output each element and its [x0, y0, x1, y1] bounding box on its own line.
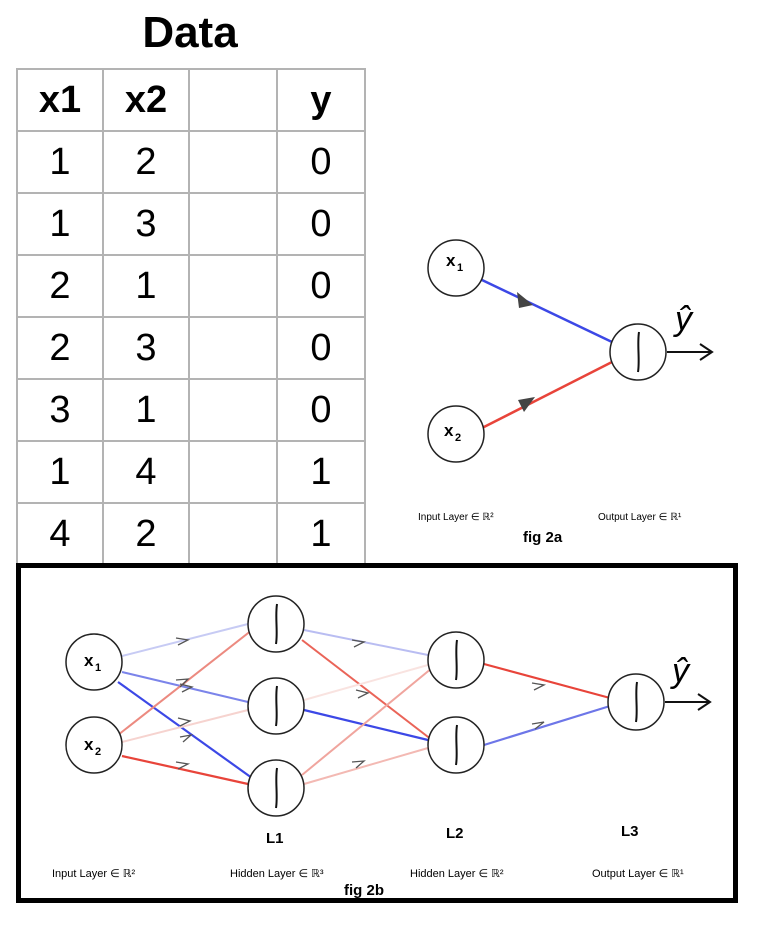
table-cell: 1	[102, 254, 190, 318]
table-cell	[188, 192, 278, 256]
table-cell: 0	[276, 316, 366, 380]
table-row: 2 3 0	[16, 316, 366, 380]
fig2b-edge	[121, 754, 249, 786]
fig2a-node-x2-sub: 2	[455, 432, 461, 444]
fig2b-edge	[303, 664, 429, 701]
fig2b-output-layer-label: Output Layer ∈ ℝ¹	[592, 868, 684, 880]
table-header-y: y	[276, 68, 366, 132]
fig2a-node-x1	[427, 239, 485, 297]
fig2b-activation-icon	[275, 767, 278, 809]
table-row: 4 2 1	[16, 502, 366, 566]
table-row: 2 1 0	[16, 254, 366, 318]
fig2b-layer-L1: L1	[266, 830, 284, 847]
fig2b-edge	[483, 704, 611, 747]
table-header-x1: x1	[16, 68, 104, 132]
fig2b-output-arrow-icon	[665, 693, 712, 711]
fig2a-output-symbol: ŷ	[673, 300, 694, 338]
fig2a-node-x2	[427, 405, 485, 463]
table-cell: 4	[16, 502, 104, 566]
data-table: x1 x2 y 1 2 0 1 3 0 2 1 0 2 3 0	[16, 68, 366, 566]
fig2b-activation-icon	[275, 685, 278, 727]
table-row: 3 1 0	[16, 378, 366, 442]
fig2a-activation-icon	[637, 331, 640, 373]
fig2b-flow-arrows-icon	[175, 637, 547, 770]
table-header-empty	[188, 68, 278, 132]
table-cell: 1	[16, 192, 104, 256]
fig2b-edge	[121, 709, 249, 743]
fig2a-node-x1-label: x	[446, 251, 456, 270]
fig2b-hidden1-layer-label: Hidden Layer ∈ ℝ³	[230, 868, 324, 880]
fig2b-activation-icon	[455, 724, 458, 766]
table-row: 1 4 1	[16, 440, 366, 504]
table-cell: 3	[102, 316, 190, 380]
fig2b-edge	[303, 629, 429, 656]
data-title: Data	[142, 8, 238, 57]
fig2a-output-layer-label: Output Layer ∈ ℝ¹	[598, 512, 682, 523]
fig2a-caption: fig 2a	[523, 529, 563, 546]
table-cell: 2	[16, 316, 104, 380]
table-header-row: x1 x2 y	[16, 68, 366, 132]
table-header-x2: x2	[102, 68, 190, 132]
table-cell: 2	[102, 130, 190, 194]
fig2b-edge	[301, 667, 433, 776]
fig2b-frame	[16, 563, 738, 903]
table-cell: 0	[276, 192, 366, 256]
fig2b-caption: fig 2b	[344, 882, 384, 899]
table-row: 1 2 0	[16, 130, 366, 194]
fig2b-edge	[303, 747, 429, 785]
table-cell	[188, 130, 278, 194]
fig2a-diagram: x 1 x 2 ŷ Input Layer ∈ ℝ² Output Layer …	[418, 239, 714, 546]
fig2b-node-x2-label: x	[84, 735, 94, 754]
fig2b-input-layer-label: Input Layer ∈ ℝ²	[52, 868, 135, 880]
fig2b-node-x2	[65, 716, 123, 774]
table-cell: 0	[276, 378, 366, 442]
table-row: 1 3 0	[16, 192, 366, 256]
fig2a-arrow-x2-icon	[518, 397, 535, 412]
table-cell	[188, 254, 278, 318]
table-cell: 3	[102, 192, 190, 256]
fig2b-edge	[121, 671, 249, 703]
table-cell	[188, 378, 278, 442]
fig2a-node-x1-sub: 1	[457, 262, 463, 274]
table-cell	[188, 316, 278, 380]
table-cell: 0	[276, 130, 366, 194]
fig2b-activation-icon	[635, 681, 638, 723]
fig2b-node-x1	[65, 633, 123, 691]
table-cell	[188, 502, 278, 566]
table-cell: 2	[102, 502, 190, 566]
fig2b-node-x1-label: x	[84, 651, 94, 670]
fig2b-node-x1-sub: 1	[95, 662, 101, 674]
fig2b-layer-L2: L2	[446, 825, 464, 842]
fig2a-output-arrow-icon	[667, 343, 714, 361]
table-cell: 1	[16, 130, 104, 194]
table-cell: 4	[102, 440, 190, 504]
fig2a-edge-x2-out	[481, 360, 613, 430]
table-cell: 0	[276, 254, 366, 318]
table-cell: 1	[276, 440, 366, 504]
table-cell: 1	[276, 502, 366, 566]
table-cell: 1	[16, 440, 104, 504]
table-cell: 3	[16, 378, 104, 442]
fig2a-edge-x1-out	[481, 278, 613, 344]
fig2b-activation-icon	[455, 639, 458, 681]
table-cell	[188, 440, 278, 504]
fig2b-hidden2-layer-label: Hidden Layer ∈ ℝ²	[410, 868, 504, 880]
fig2a-arrow-x1-icon	[517, 292, 533, 308]
fig2b-node-x2-sub: 2	[95, 746, 101, 758]
fig2b-edge	[483, 662, 611, 700]
table-cell: 2	[16, 254, 104, 318]
fig2b-edge	[303, 708, 429, 742]
fig2b-edge	[301, 639, 433, 741]
table-cell: 1	[102, 378, 190, 442]
fig2b-edge	[117, 681, 253, 779]
fig2b-activation-icon	[275, 603, 278, 645]
fig2a-node-x2-label: x	[444, 421, 454, 440]
fig2a-input-layer-label: Input Layer ∈ ℝ²	[418, 512, 494, 523]
fig2b-output-symbol: ŷ	[670, 652, 691, 690]
fig2b-layer-L3: L3	[621, 823, 639, 840]
